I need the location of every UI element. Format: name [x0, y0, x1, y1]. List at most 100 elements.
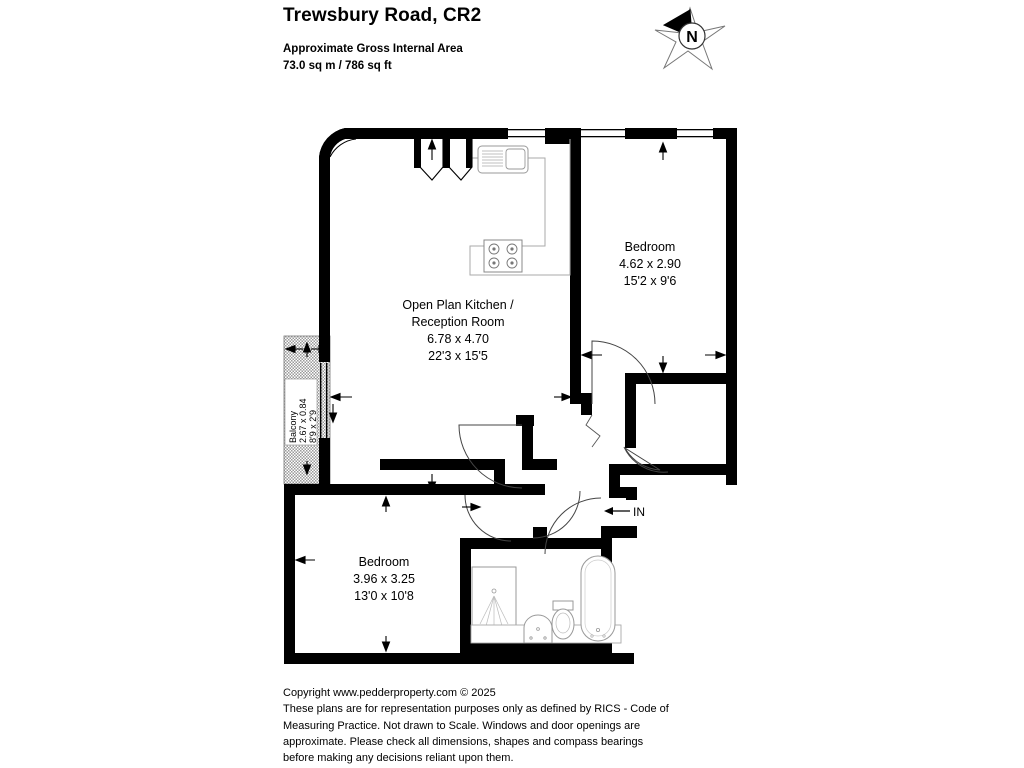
wall-nib-hall — [516, 415, 534, 426]
basin-tap — [536, 627, 540, 631]
dim-arrow-balcony-v — [328, 412, 338, 424]
window-line-bed2-b — [291, 548, 293, 600]
door-swings — [458, 340, 669, 555]
hob-burner-dot-2 — [510, 247, 514, 251]
hob-burner-dot-1 — [492, 247, 496, 251]
window-line-top-1b — [508, 136, 545, 138]
bathtub-tap-2 — [602, 634, 606, 638]
wall-reception-bedroom2 — [295, 484, 505, 495]
bathtub-inner — [584, 559, 612, 637]
wall-group — [284, 128, 737, 664]
wall-bathroom-left — [460, 538, 471, 654]
hob-body — [483, 239, 523, 273]
hob-burner-1 — [488, 243, 500, 255]
wall-left-bedroom2 — [284, 484, 295, 664]
wall-right-outer — [726, 128, 737, 485]
wall-hall-bed2-a — [505, 484, 545, 495]
room-label-bedroom1-metric: 4.62 x 2.90 — [619, 257, 681, 271]
kitchen-bay-openings — [414, 139, 473, 181]
balcony-metric: 2.67 x 0.84 — [298, 398, 308, 443]
dim-arrow-bed1-up — [658, 141, 668, 153]
window-line-top-1a — [508, 129, 545, 131]
wall-entrance-jamb-left — [626, 487, 637, 500]
wall-reception-stub-v — [494, 459, 505, 495]
wall-top-right — [713, 128, 737, 139]
hob-burner-dot-4 — [510, 261, 514, 265]
footer-disclaimer: Copyright www.pedderproperty.com © 2025 … — [283, 685, 803, 766]
compass-circle — [678, 22, 706, 50]
page-title: Trewsbury Road, CR2 — [283, 5, 482, 26]
dim-arrow-balcony-w-right — [318, 344, 330, 354]
wall-curved-corner-fill — [319, 128, 345, 336]
bathtub-tap-1 — [590, 634, 594, 638]
door-swing-bathroom — [532, 490, 581, 539]
area-caption: Approximate Gross Internal Area — [283, 42, 463, 55]
door-swing-smallroom — [624, 447, 661, 471]
dim-arrow-balcony-w-left — [284, 344, 296, 354]
door-swing-bedroom2 — [464, 494, 512, 542]
bathtub-icon — [580, 555, 616, 642]
room-label-kitchen-line2: Reception Room — [411, 315, 504, 329]
kitchen-hob-icon — [483, 239, 523, 273]
wash-basin-icon — [523, 614, 553, 644]
area-summary: Approximate Gross Internal Area 73.0 sq … — [283, 41, 763, 74]
bay-pier-3 — [466, 139, 472, 168]
wall-reception-bedroom1 — [570, 139, 581, 375]
room-label-kitchen-imperial: 22'3 x 15'5 — [428, 349, 488, 363]
window-line-top-3a — [677, 129, 713, 131]
room-label-bedroom1-imperial: 15'2 x 9'6 — [624, 274, 677, 288]
dimension-arrows — [284, 138, 727, 653]
dim-arrow-reception-right — [561, 392, 573, 402]
basin-detail-1 — [529, 636, 533, 640]
wall-bed2-win-top — [284, 540, 295, 549]
wall-left-lower — [319, 438, 330, 484]
basin-body — [523, 614, 553, 644]
balcony-label-plate — [284, 378, 318, 446]
toilet-icon — [551, 600, 575, 640]
room-label-bedroom1-name: Bedroom — [625, 240, 676, 254]
entrance-arrow-head — [604, 507, 613, 515]
kitchen-sink-icon — [477, 145, 529, 174]
wall-bathroom-door-jamb — [533, 527, 547, 539]
hob-burner-2 — [506, 243, 518, 255]
bay-pier-2 — [443, 139, 450, 168]
room-label-bedroom2-name: Bedroom — [359, 555, 410, 569]
shower-spray — [479, 595, 509, 627]
hob-burner-3 — [488, 257, 500, 269]
dim-arrow-bed2-left — [294, 555, 306, 565]
wall-hall-jamb — [581, 393, 592, 415]
entrance-marker: IN — [604, 505, 645, 519]
entrance-label: IN — [633, 505, 645, 519]
wall-top-pier-2 — [625, 128, 677, 139]
window-line-top-3b — [677, 136, 713, 138]
footer-line-5: before making any decisions reliant upon… — [283, 752, 514, 765]
wall-reception-bedroom1-lower — [570, 375, 581, 403]
bay-pier-1 — [414, 139, 421, 168]
dim-arrow-bed1-right — [715, 350, 727, 360]
footer-line-4: approximate. Please check all dimensions… — [283, 735, 644, 748]
wall-outlines — [329, 138, 357, 158]
wall-smallroom-left-lower — [609, 464, 620, 498]
hall-outlines — [585, 414, 601, 448]
dim-arrow-reception-down — [427, 481, 437, 493]
room-labels: Open Plan Kitchen / Reception Room 6.78 … — [353, 240, 681, 603]
wall-bed2-win-bottom — [284, 599, 295, 608]
footer-line-3: Measuring Practice. Not drawn to Scale. … — [283, 719, 641, 732]
header: Trewsbury Road, CR2 Approximate Gross In… — [283, 5, 763, 74]
balcony-door-line-a — [320, 363, 322, 438]
area-value: 73.0 sq m / 786 sq ft — [283, 59, 392, 72]
dim-arrow-kitchen-up — [427, 138, 437, 150]
floorplan-drawing: Balcony 2.67 x 0.84 8'9 x 2'9 — [283, 128, 737, 664]
dim-arrow-balcony-h-bot — [302, 464, 312, 476]
toilet-bowl — [551, 608, 575, 640]
compass-rose-icon: N — [654, 6, 726, 71]
dim-arrow-balcony-right — [329, 392, 341, 402]
dim-arrow-bed2-door — [470, 502, 482, 512]
compass-north-label: N — [686, 29, 698, 46]
wall-entrance-top — [609, 487, 637, 498]
hall-outline-right — [585, 414, 601, 448]
door-swing-reception — [458, 424, 523, 489]
wall-top-divider-head — [570, 128, 581, 144]
room-label-kitchen-line1: Open Plan Kitchen / — [402, 298, 514, 312]
door-swing-entrance — [544, 497, 602, 555]
